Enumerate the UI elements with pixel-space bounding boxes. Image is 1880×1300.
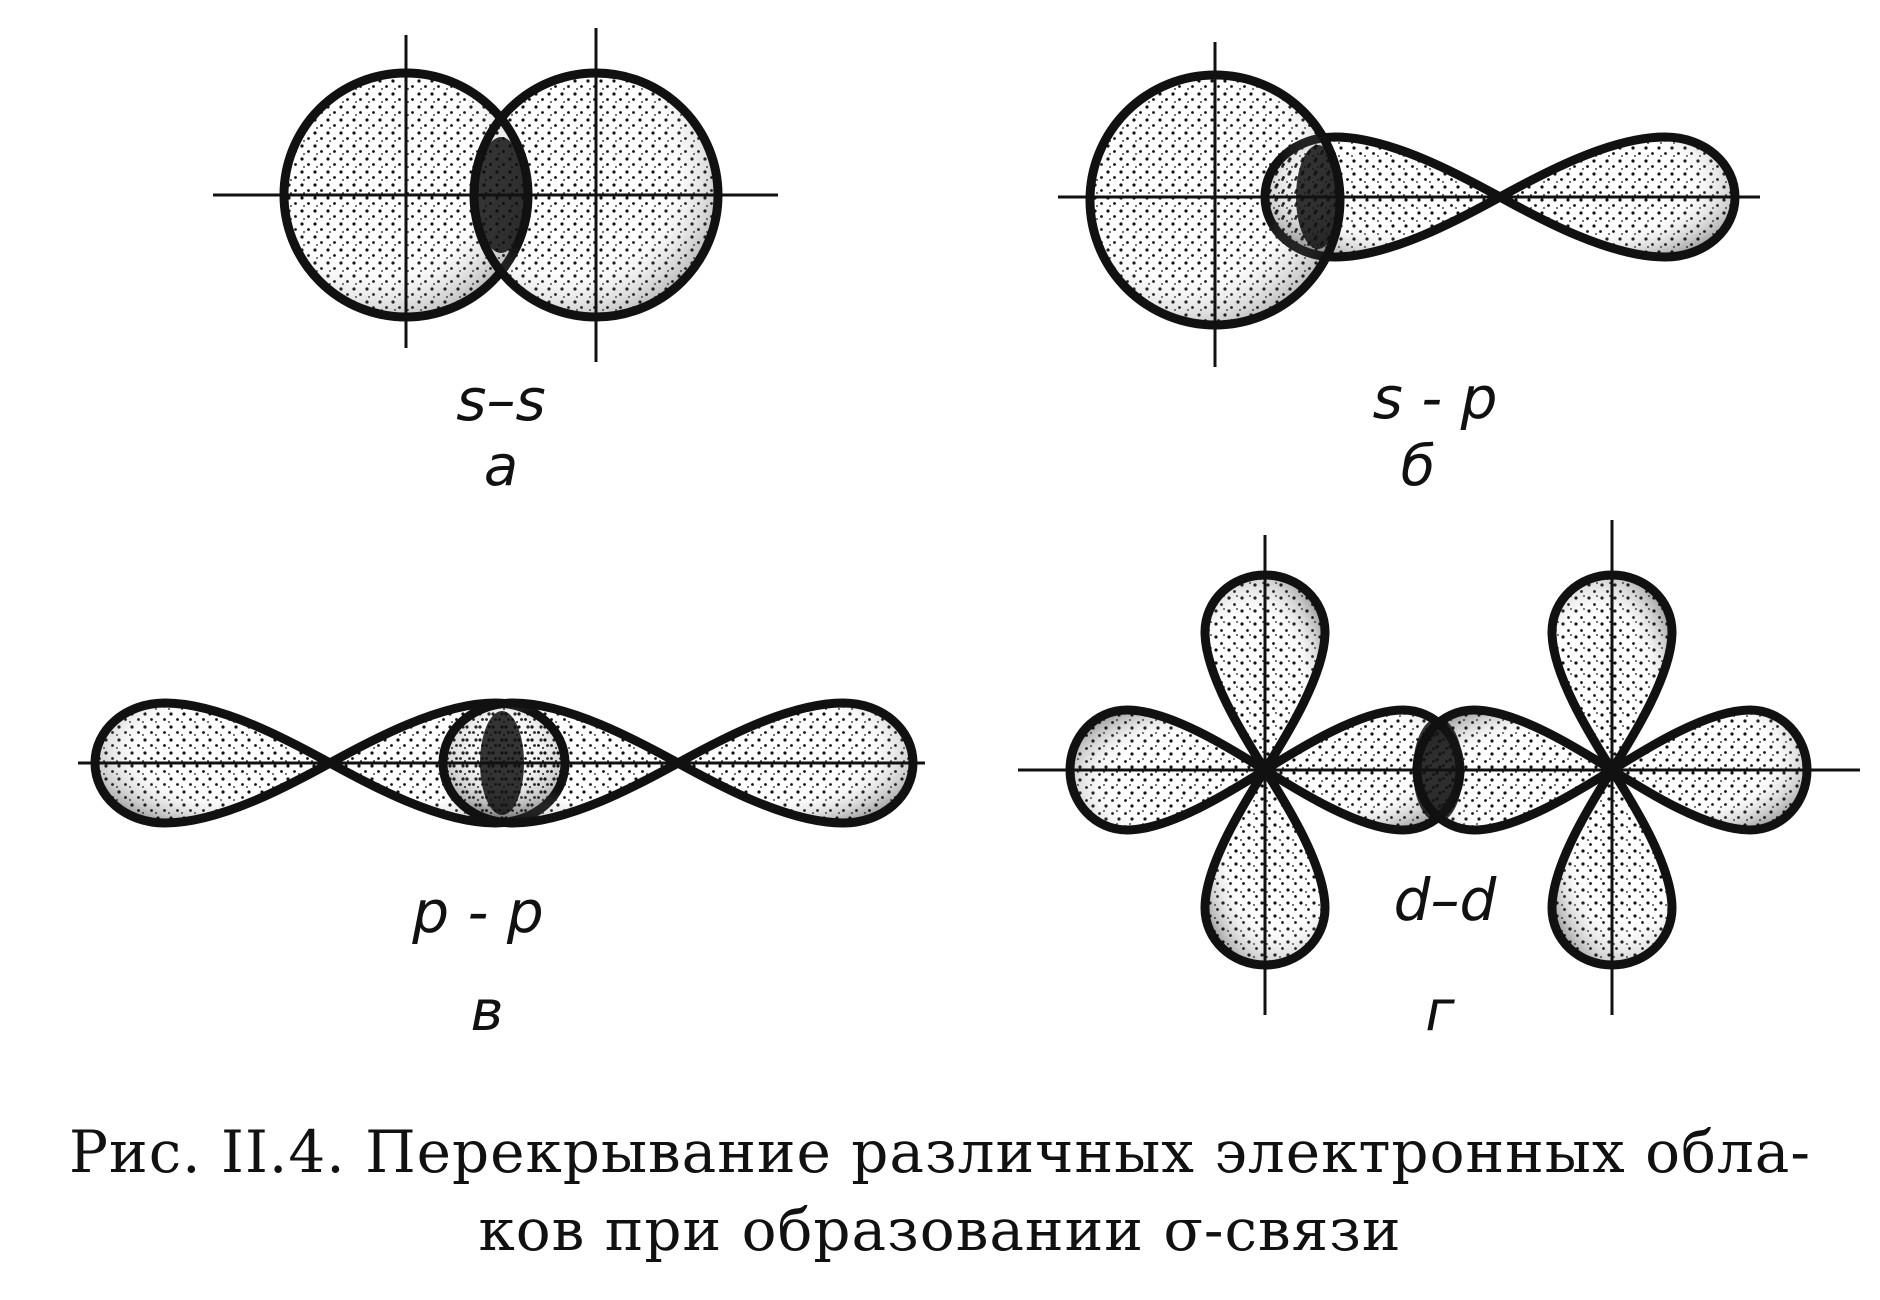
panel-b-s-p: s - p б [1058, 42, 1760, 499]
figure-caption-line-2: ков при образовании σ-связи [478, 1196, 1402, 1264]
panel-letter-g: г [1425, 979, 1455, 1044]
panel-g-d-d: d–d г [1018, 520, 1860, 1044]
panel-letter-b: б [1401, 434, 1436, 499]
panel-letter-v: в [470, 979, 503, 1044]
panel-v-p-p: p - p в [78, 703, 925, 1044]
panel-letter-a: а [484, 434, 518, 499]
figure-caption-line-1: Рис. II.4. Перекрывание различных электр… [69, 1118, 1811, 1186]
panel-a-s-s: s–s а [213, 28, 778, 499]
bond-label-b: s - p [1373, 364, 1498, 432]
bond-label-g: d–d [1394, 866, 1498, 934]
bond-label-a: s–s [456, 366, 545, 434]
bond-label-v: p - p [411, 878, 543, 946]
